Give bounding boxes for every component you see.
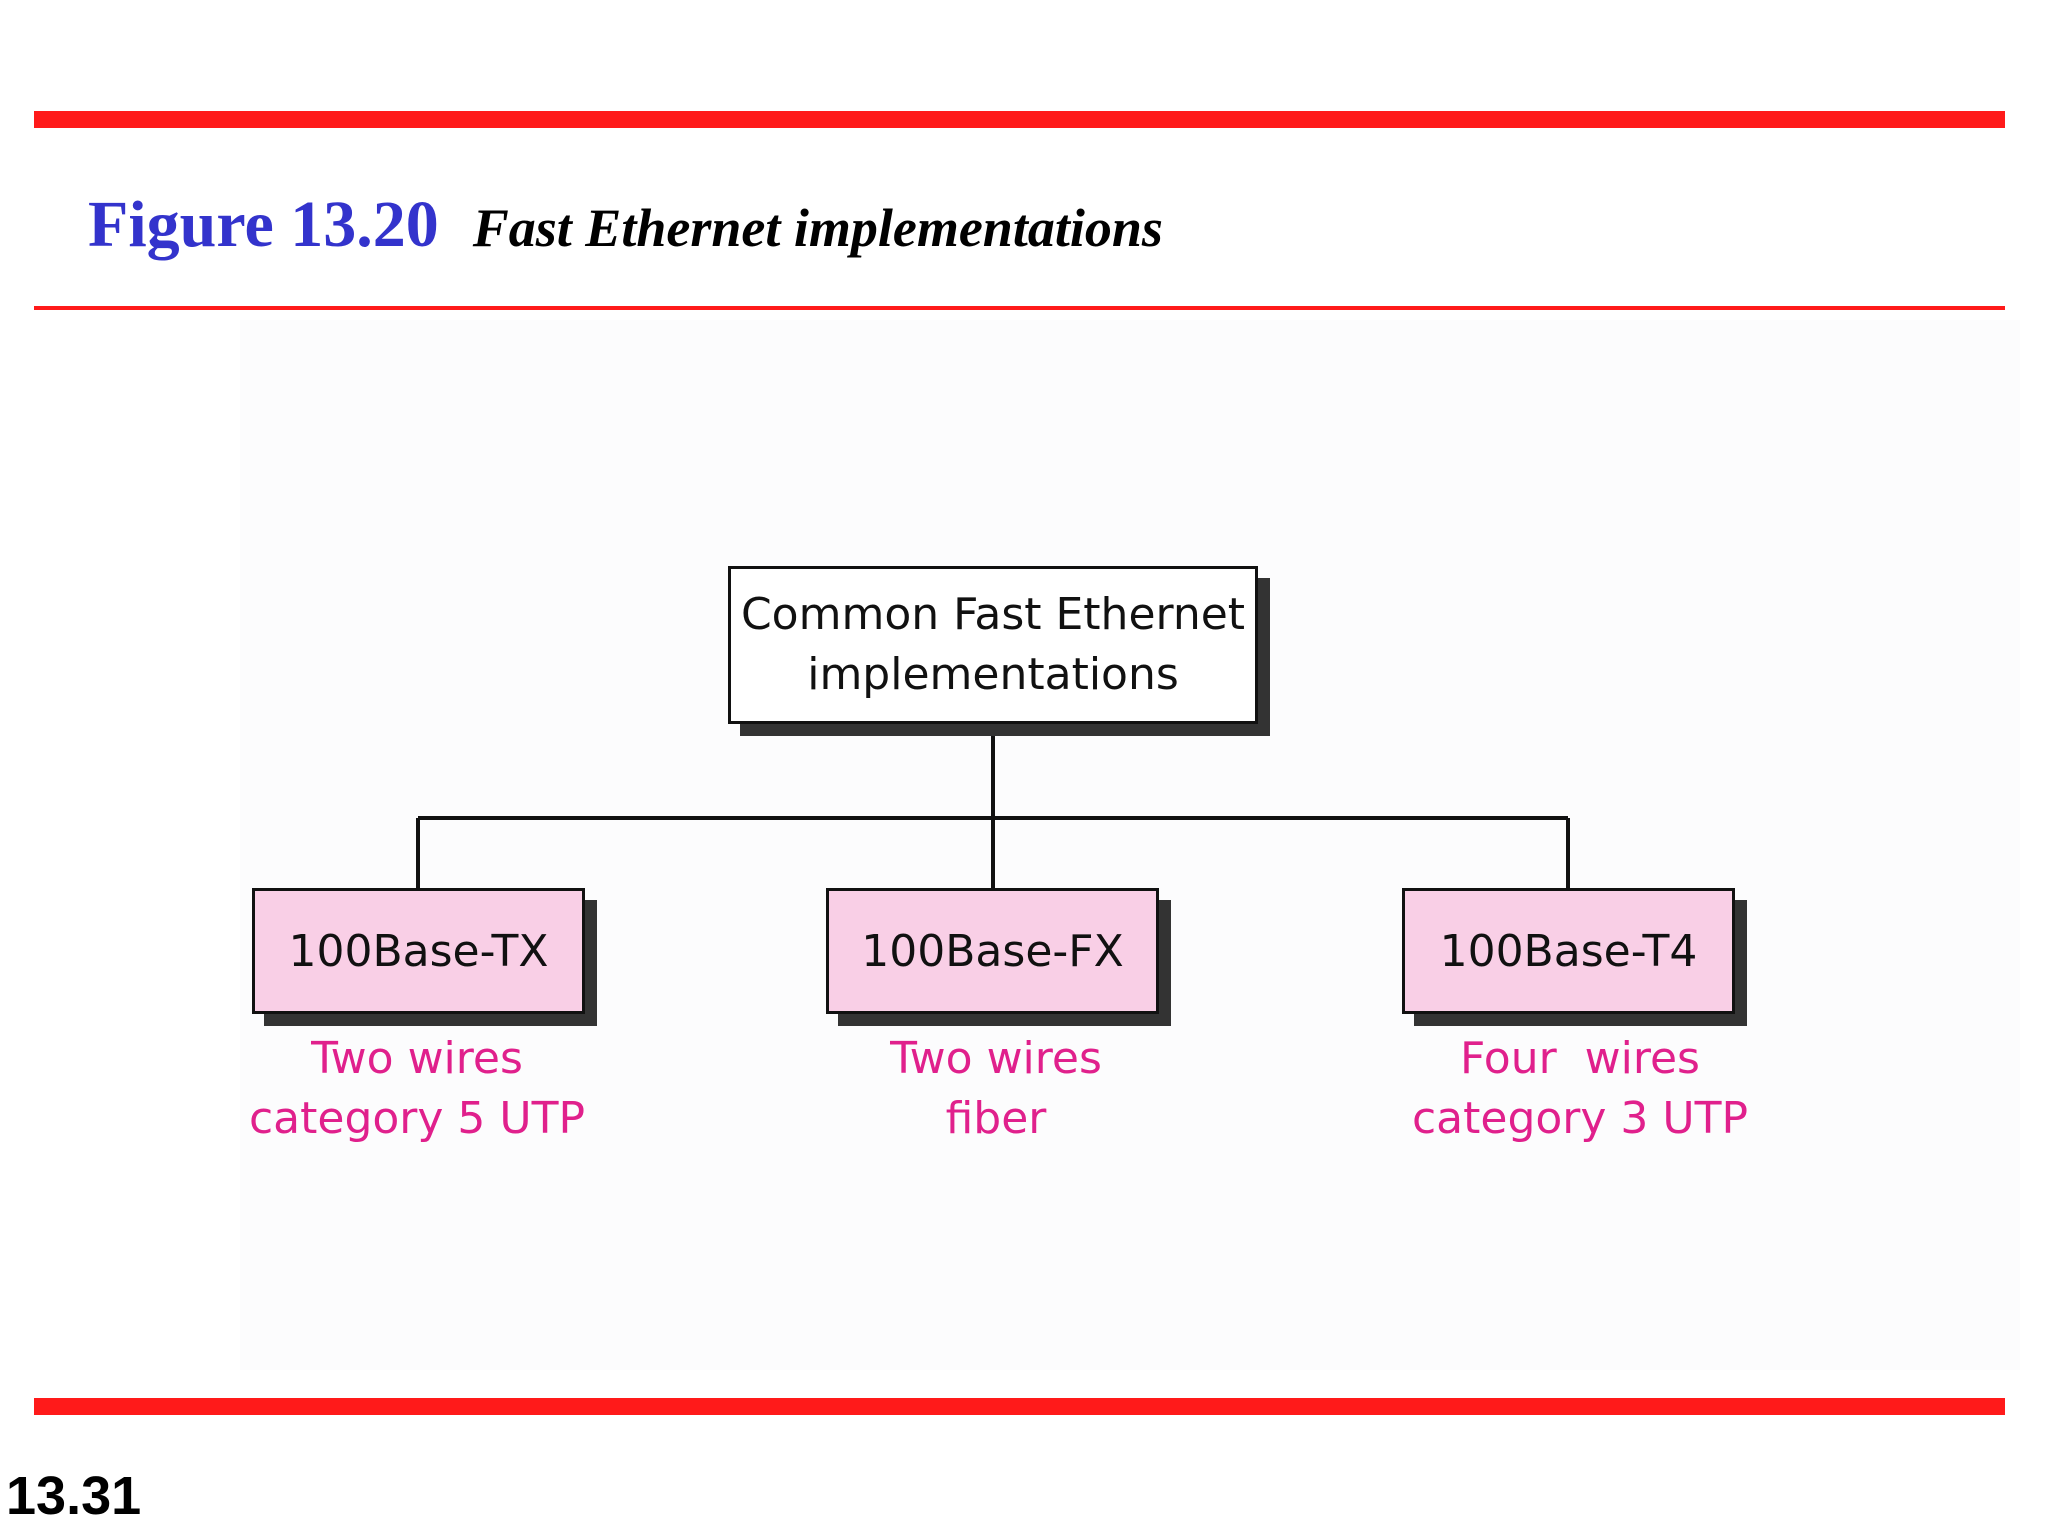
node-100base-fx: 100Base-FX xyxy=(826,888,1159,1014)
figure-caption: Fast Ethernet implementations xyxy=(472,198,1163,258)
figure-title: Figure 13.20 Fast Ethernet implementatio… xyxy=(88,187,1163,263)
node-100base-tx: 100Base-TX xyxy=(252,888,585,1014)
figure-number: Figure 13.20 xyxy=(88,188,439,261)
description-100base-fx: Two wires fiber xyxy=(890,1033,1102,1144)
top-red-rule xyxy=(34,111,2005,128)
node-label-100base-tx: 100Base-TX xyxy=(288,925,549,977)
diagram-area xyxy=(240,320,2020,1370)
node-100base-t4: 100Base-T4 xyxy=(1402,888,1735,1014)
page-number: 13.31 xyxy=(6,1466,142,1526)
root-node-line1: Common Fast Ethernet xyxy=(740,589,1246,640)
node-label-100base-t4: 100Base-T4 xyxy=(1439,925,1698,977)
node-label-100base-fx: 100Base-FX xyxy=(861,925,1124,977)
title-underline-rule xyxy=(34,306,2005,310)
root-node-box: Common Fast Ethernet implementations xyxy=(728,566,1258,724)
bottom-red-rule xyxy=(34,1398,2005,1415)
description-100base-t4: Four wires category 3 UTP xyxy=(1411,1033,1749,1144)
description-100base-tx: Two wires category 5 UTP xyxy=(248,1033,586,1144)
root-node-line2: implementations xyxy=(807,649,1179,700)
